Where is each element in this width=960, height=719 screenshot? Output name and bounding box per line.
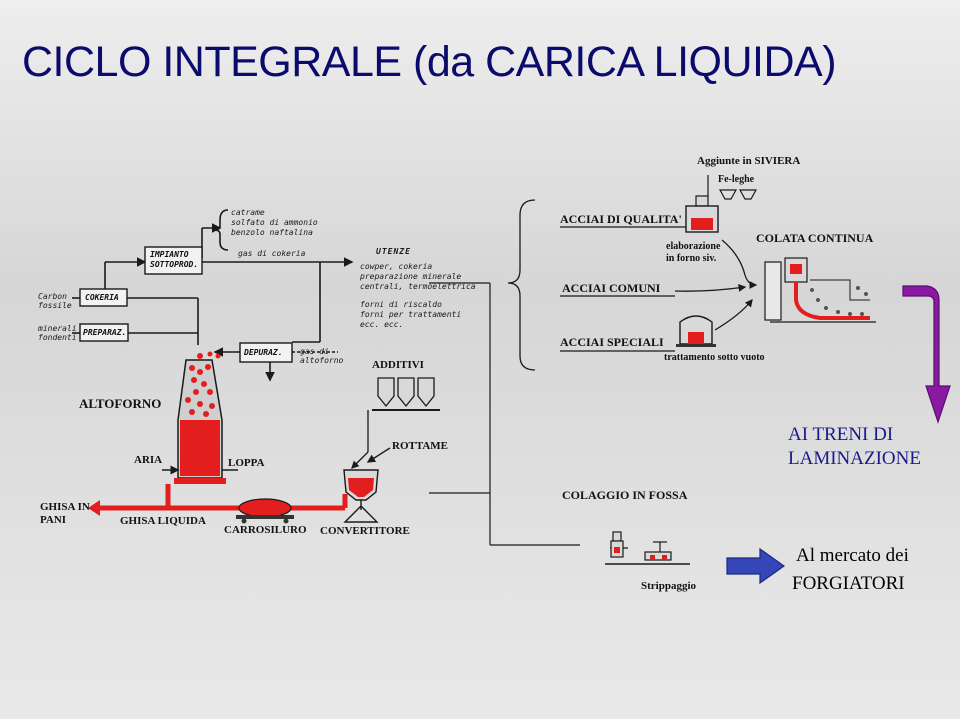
carbon-label: Carbon fossile [38, 292, 72, 310]
mercato-label: Al mercato dei [796, 545, 909, 566]
stripping-crane-graphic [605, 531, 690, 565]
acciai-comuni-label: ACCIAI COMUNI [562, 281, 661, 295]
ghisa-pani-label: GHISA IN PANI [40, 501, 90, 526]
continuous-caster-graphic [764, 257, 876, 323]
gas-cokeria-label: gas di cokeria [238, 249, 306, 258]
utenze-item-1: cowper, cokeria [360, 262, 433, 271]
convertitore-label: CONVERTITORE [320, 525, 410, 537]
preparaz-label: PREPARAZ. [83, 328, 127, 337]
torpedo-car-graphic [236, 498, 294, 524]
ladle-furnace-graphic [685, 175, 758, 233]
page-title: CICLO INTEGRALE (da CARICA LIQUIDA) [22, 38, 837, 86]
steel-grades-brace [507, 199, 536, 371]
cokeria-box [79, 288, 128, 307]
impianto-box [144, 246, 203, 275]
aria-label: ARIA [134, 454, 163, 466]
elaborazione-label: elaborazione in forno siv. [666, 241, 721, 264]
utenze-title: UTENZE [376, 247, 411, 256]
additivi-label: ADDITIVI [372, 359, 424, 371]
byproduct-catrame: catrame [231, 208, 265, 217]
ghisa-pani-arrowhead [88, 500, 100, 516]
utenze-item-6: ecc. ecc. [360, 320, 404, 329]
forgiatori-label: FORGIATORI [792, 573, 905, 594]
cokeria-label: COKERIA [85, 293, 119, 302]
loppa-label: LOPPA [228, 457, 265, 469]
colaggio-label: COLAGGIO IN FOSSA [562, 488, 688, 502]
rottame-label: ROTTAME [392, 440, 449, 452]
converter-graphic [343, 469, 379, 523]
treni-laminazione-label: AI TRENI DI LAMINAZIONE [788, 424, 921, 469]
ghisa-liquida-label: GHISA LIQUIDA [120, 515, 206, 527]
to-rolling-mills-arrow [902, 285, 951, 424]
minerali-label: minerali fondenti [38, 324, 77, 342]
impianto-label: IMPIANTO SOTTOPROD. [150, 250, 199, 269]
utenze-item-5: forni per trattamenti [360, 310, 462, 319]
utenze-item-2: preparazione minerale [360, 272, 462, 281]
acciai-qualita-label: ACCIAI DI QUALITA' [560, 212, 682, 226]
distribution-lines [429, 282, 580, 546]
depuraz-box [239, 342, 293, 363]
byproduct-benzolo: benzolo naftalina [231, 228, 313, 237]
trattamento-label: trattamento sotto vuoto [664, 352, 765, 363]
utenze-item-3: centrali, termoelettrica [360, 282, 476, 291]
rottame-arrow [366, 447, 391, 463]
byproduct-solfato: solfato di ammonio [231, 218, 318, 227]
depuraz-label: DEPURAZ. [244, 348, 283, 357]
gas-altoforno-label: gas di altoforno [300, 347, 344, 365]
carrosiluro-label: CARROSILURO [224, 524, 307, 536]
aggiunte-label: Aggiunte in SIVIERA [697, 155, 801, 167]
additives-hoppers-graphic [351, 377, 440, 469]
molten-iron-line [95, 484, 348, 511]
byproducts-brace [213, 209, 229, 251]
to-forgers-arrow [726, 547, 786, 585]
strippaggio-label: Strippaggio [641, 580, 697, 592]
colata-continua-label: COLATA CONTINUA [756, 231, 874, 245]
blast-furnace-graphic [162, 351, 238, 484]
acciai-speciali-label: ACCIAI SPECIALI [560, 335, 664, 349]
preparaz-box [79, 323, 129, 342]
utenze-item-4: forni di riscaldo [360, 300, 442, 309]
to-casting-arrows [674, 239, 758, 331]
vacuum-vessel-graphic [676, 315, 716, 347]
feleghe-label: Fe-leghe [718, 174, 755, 185]
altoforno-label: ALTOFORNO [79, 396, 162, 411]
